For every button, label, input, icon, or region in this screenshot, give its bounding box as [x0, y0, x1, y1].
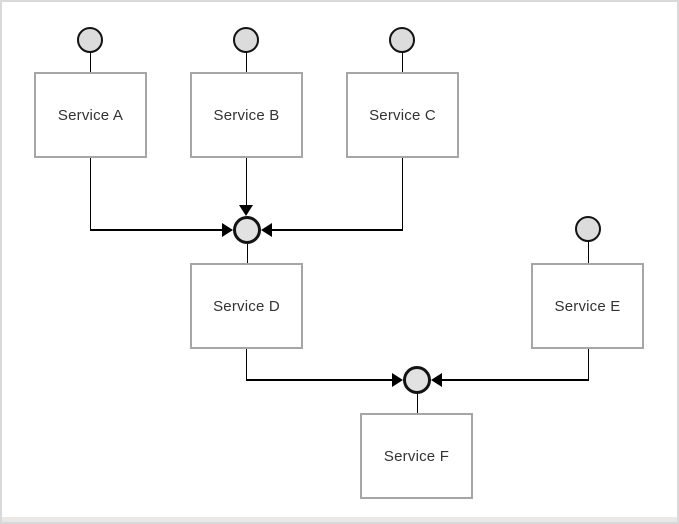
connector-a-down	[89, 158, 91, 230]
node-label: Service A	[57, 106, 124, 124]
connector-a-across	[89, 229, 223, 231]
merge-junction-2[interactable]	[403, 366, 431, 394]
event-stem-b	[245, 52, 247, 72]
start-event-circle-a[interactable]	[77, 27, 103, 53]
connector-arrowhead-b	[239, 205, 253, 216]
connector-e-across	[442, 379, 589, 381]
node-service-c[interactable]: Service C	[346, 72, 459, 158]
node-service-d[interactable]: Service D	[190, 263, 303, 349]
connector-d-across	[245, 379, 393, 381]
node-label: Service B	[213, 106, 280, 124]
start-event-circle-b[interactable]	[233, 27, 259, 53]
start-event-circle-e[interactable]	[575, 216, 601, 242]
connector-arrowhead-a	[222, 223, 233, 237]
event-stem-c	[401, 52, 403, 72]
connector-e-down	[587, 349, 589, 380]
node-label: Service F	[383, 447, 450, 465]
connector-arrowhead-e	[431, 373, 442, 387]
node-service-a[interactable]: Service A	[34, 72, 147, 158]
node-service-e[interactable]: Service E	[531, 263, 644, 349]
connector-junction2-to-f	[416, 394, 418, 413]
connector-arrowhead-d	[392, 373, 403, 387]
bottom-edge-bar	[2, 517, 677, 522]
node-label: Service C	[369, 106, 436, 124]
connector-b-down	[245, 158, 247, 205]
start-event-circle-c[interactable]	[389, 27, 415, 53]
event-stem-e	[587, 241, 589, 263]
merge-junction-1[interactable]	[233, 216, 261, 244]
event-stem-a	[89, 52, 91, 72]
connector-c-across	[272, 229, 403, 231]
connector-d-down	[245, 349, 247, 380]
connector-arrowhead-c	[261, 223, 272, 237]
node-service-f[interactable]: Service F	[360, 413, 473, 499]
node-label: Service D	[213, 297, 280, 315]
connector-c-down	[401, 158, 403, 230]
connector-junction1-to-d	[246, 244, 248, 263]
node-service-b[interactable]: Service B	[190, 72, 303, 158]
node-label: Service E	[554, 297, 621, 315]
